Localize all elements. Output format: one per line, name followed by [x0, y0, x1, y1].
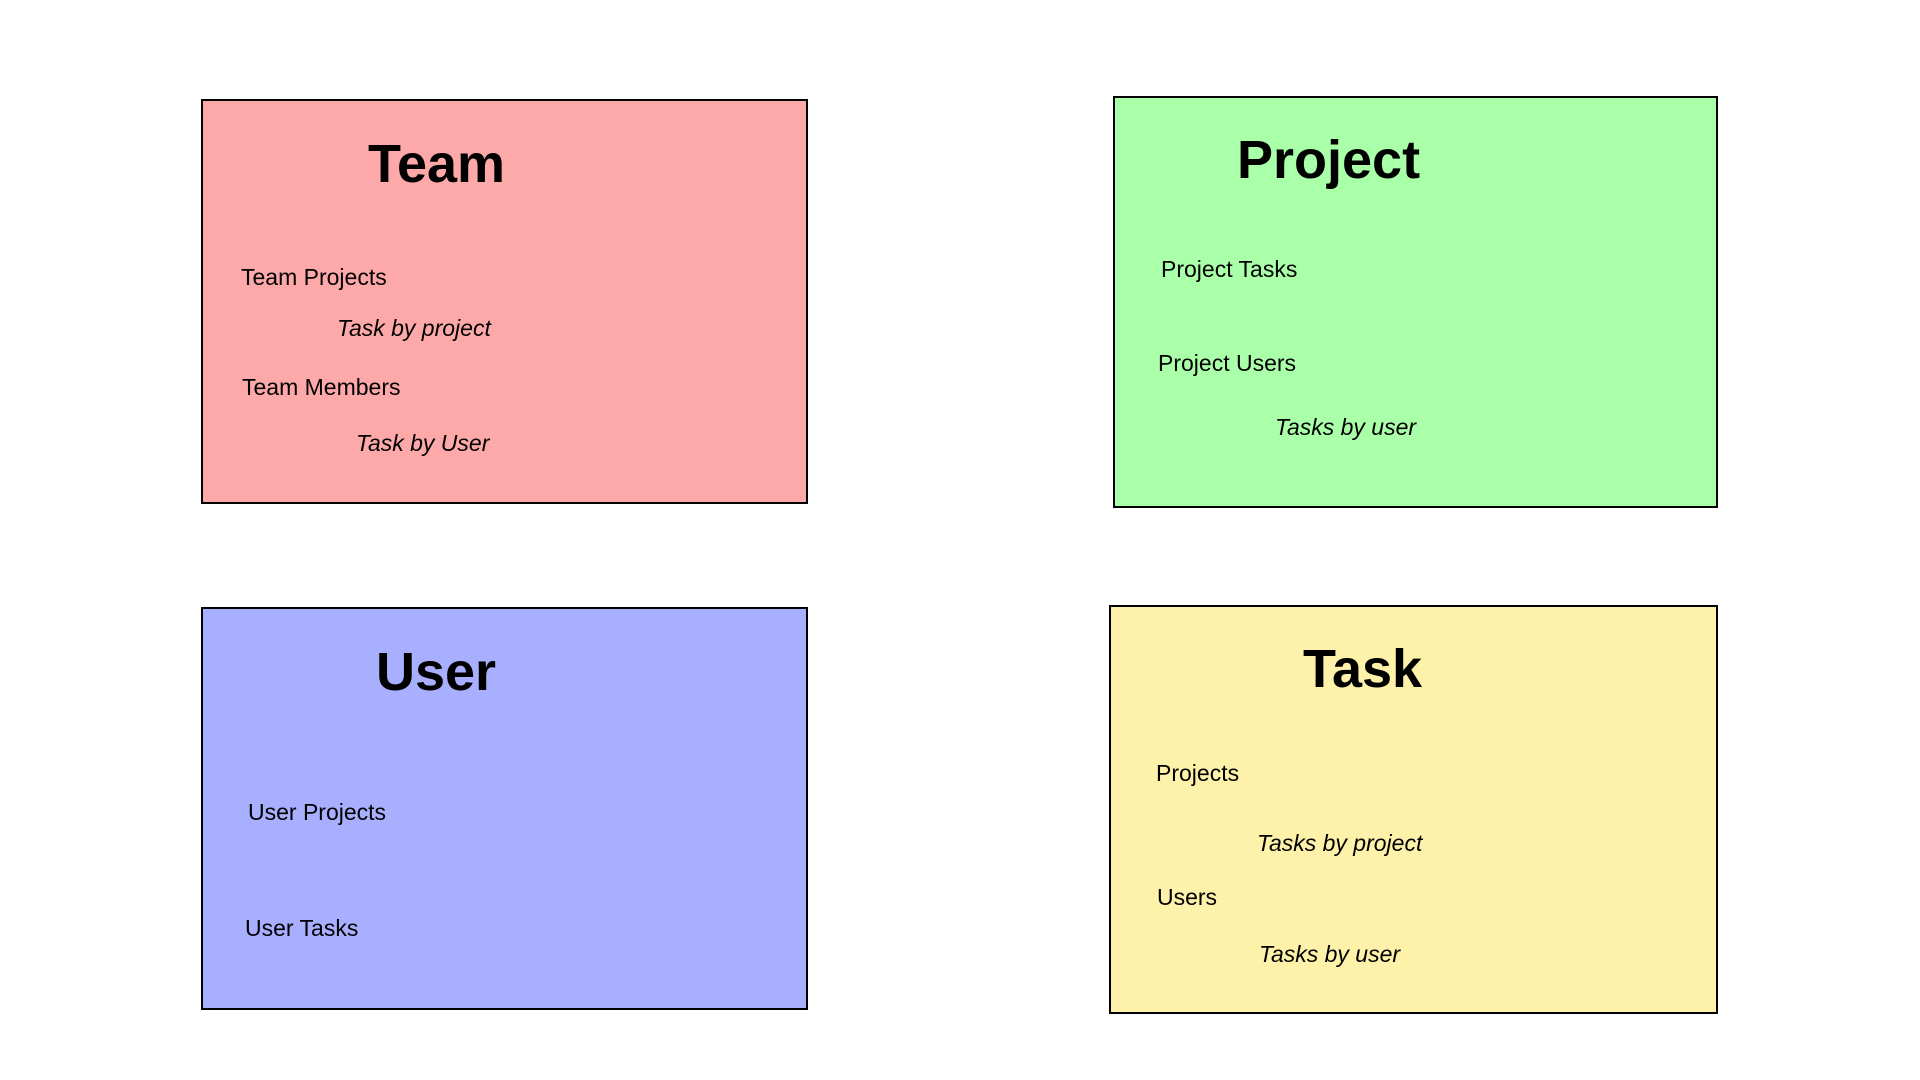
- task-by-user-label: Task by User: [356, 430, 490, 456]
- tasks-by-user-label: Tasks by user: [1259, 941, 1401, 967]
- task-card-title: Task: [1303, 639, 1423, 699]
- team-projects-label: Team Projects: [241, 264, 387, 290]
- tasks-by-project-label: Tasks by project: [1257, 830, 1423, 856]
- team-card-title: Team: [368, 134, 506, 194]
- user-projects-label: User Projects: [248, 799, 387, 825]
- user-card: User User Projects User Tasks: [201, 607, 808, 1010]
- projects-label: Projects: [1156, 760, 1240, 786]
- tasks-by-user-label: Tasks by user: [1275, 414, 1417, 440]
- team-card: Team Team Projects Task by project Team …: [201, 99, 808, 504]
- task-by-project-label: Task by project: [337, 315, 491, 341]
- task-card: Task Projects Tasks by project Users Tas…: [1109, 605, 1718, 1014]
- user-tasks-label: User Tasks: [245, 915, 359, 941]
- team-members-label: Team Members: [242, 374, 401, 400]
- project-card: Project Project Tasks Project Users Task…: [1113, 96, 1718, 508]
- user-card-title: User: [376, 642, 497, 702]
- project-users-label: Project Users: [1158, 350, 1297, 376]
- project-card-title: Project: [1237, 130, 1421, 190]
- users-label: Users: [1157, 884, 1218, 910]
- project-tasks-label: Project Tasks: [1161, 256, 1298, 282]
